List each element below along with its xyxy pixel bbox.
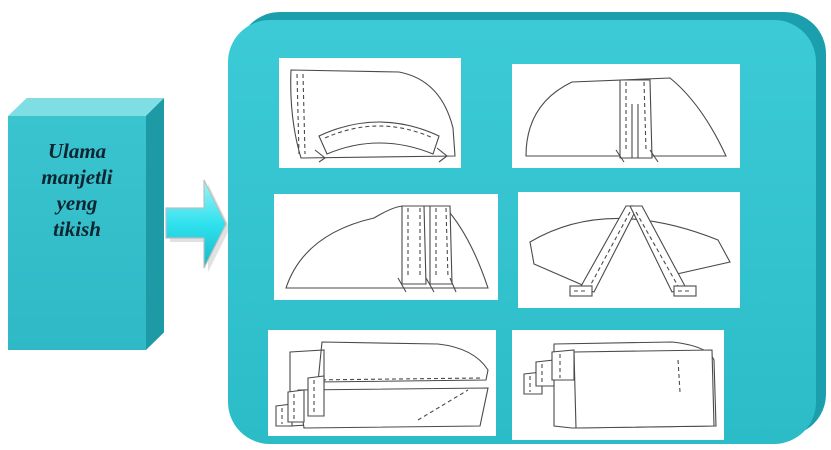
title-block: Ulama manjetli yeng tikish [8, 98, 164, 350]
label-line-4: tikish [53, 217, 101, 241]
cuff-sketch-5 [268, 330, 496, 436]
cuff-sketch-2 [512, 64, 740, 168]
cuff-sketch-3-drawing [285, 205, 489, 293]
title-block-label: Ulama manjetli yeng tikish [8, 138, 146, 242]
cuff-sketch-4-drawing [529, 204, 731, 297]
cuff-sketch-1 [279, 58, 461, 168]
title-block-top-face [8, 98, 164, 116]
cuff-sketch-5-drawing [275, 341, 489, 429]
label-line-2: manjetli [41, 165, 113, 189]
cuff-sketch-6 [512, 330, 724, 440]
cuff-sketch-1-drawing [290, 69, 456, 163]
right-arrow-icon [165, 179, 230, 272]
label-line-3: yeng [56, 191, 98, 215]
illustration-panel [228, 12, 826, 444]
title-block-side-face [146, 98, 164, 350]
cuff-sketch-6-drawing [523, 341, 717, 429]
title-block-front-face [8, 116, 146, 350]
cuff-sketch-3 [274, 194, 498, 300]
cuff-sketch-4 [518, 192, 740, 308]
cuff-sketch-2-drawing [525, 77, 727, 163]
label-line-1: Ulama [47, 139, 107, 163]
